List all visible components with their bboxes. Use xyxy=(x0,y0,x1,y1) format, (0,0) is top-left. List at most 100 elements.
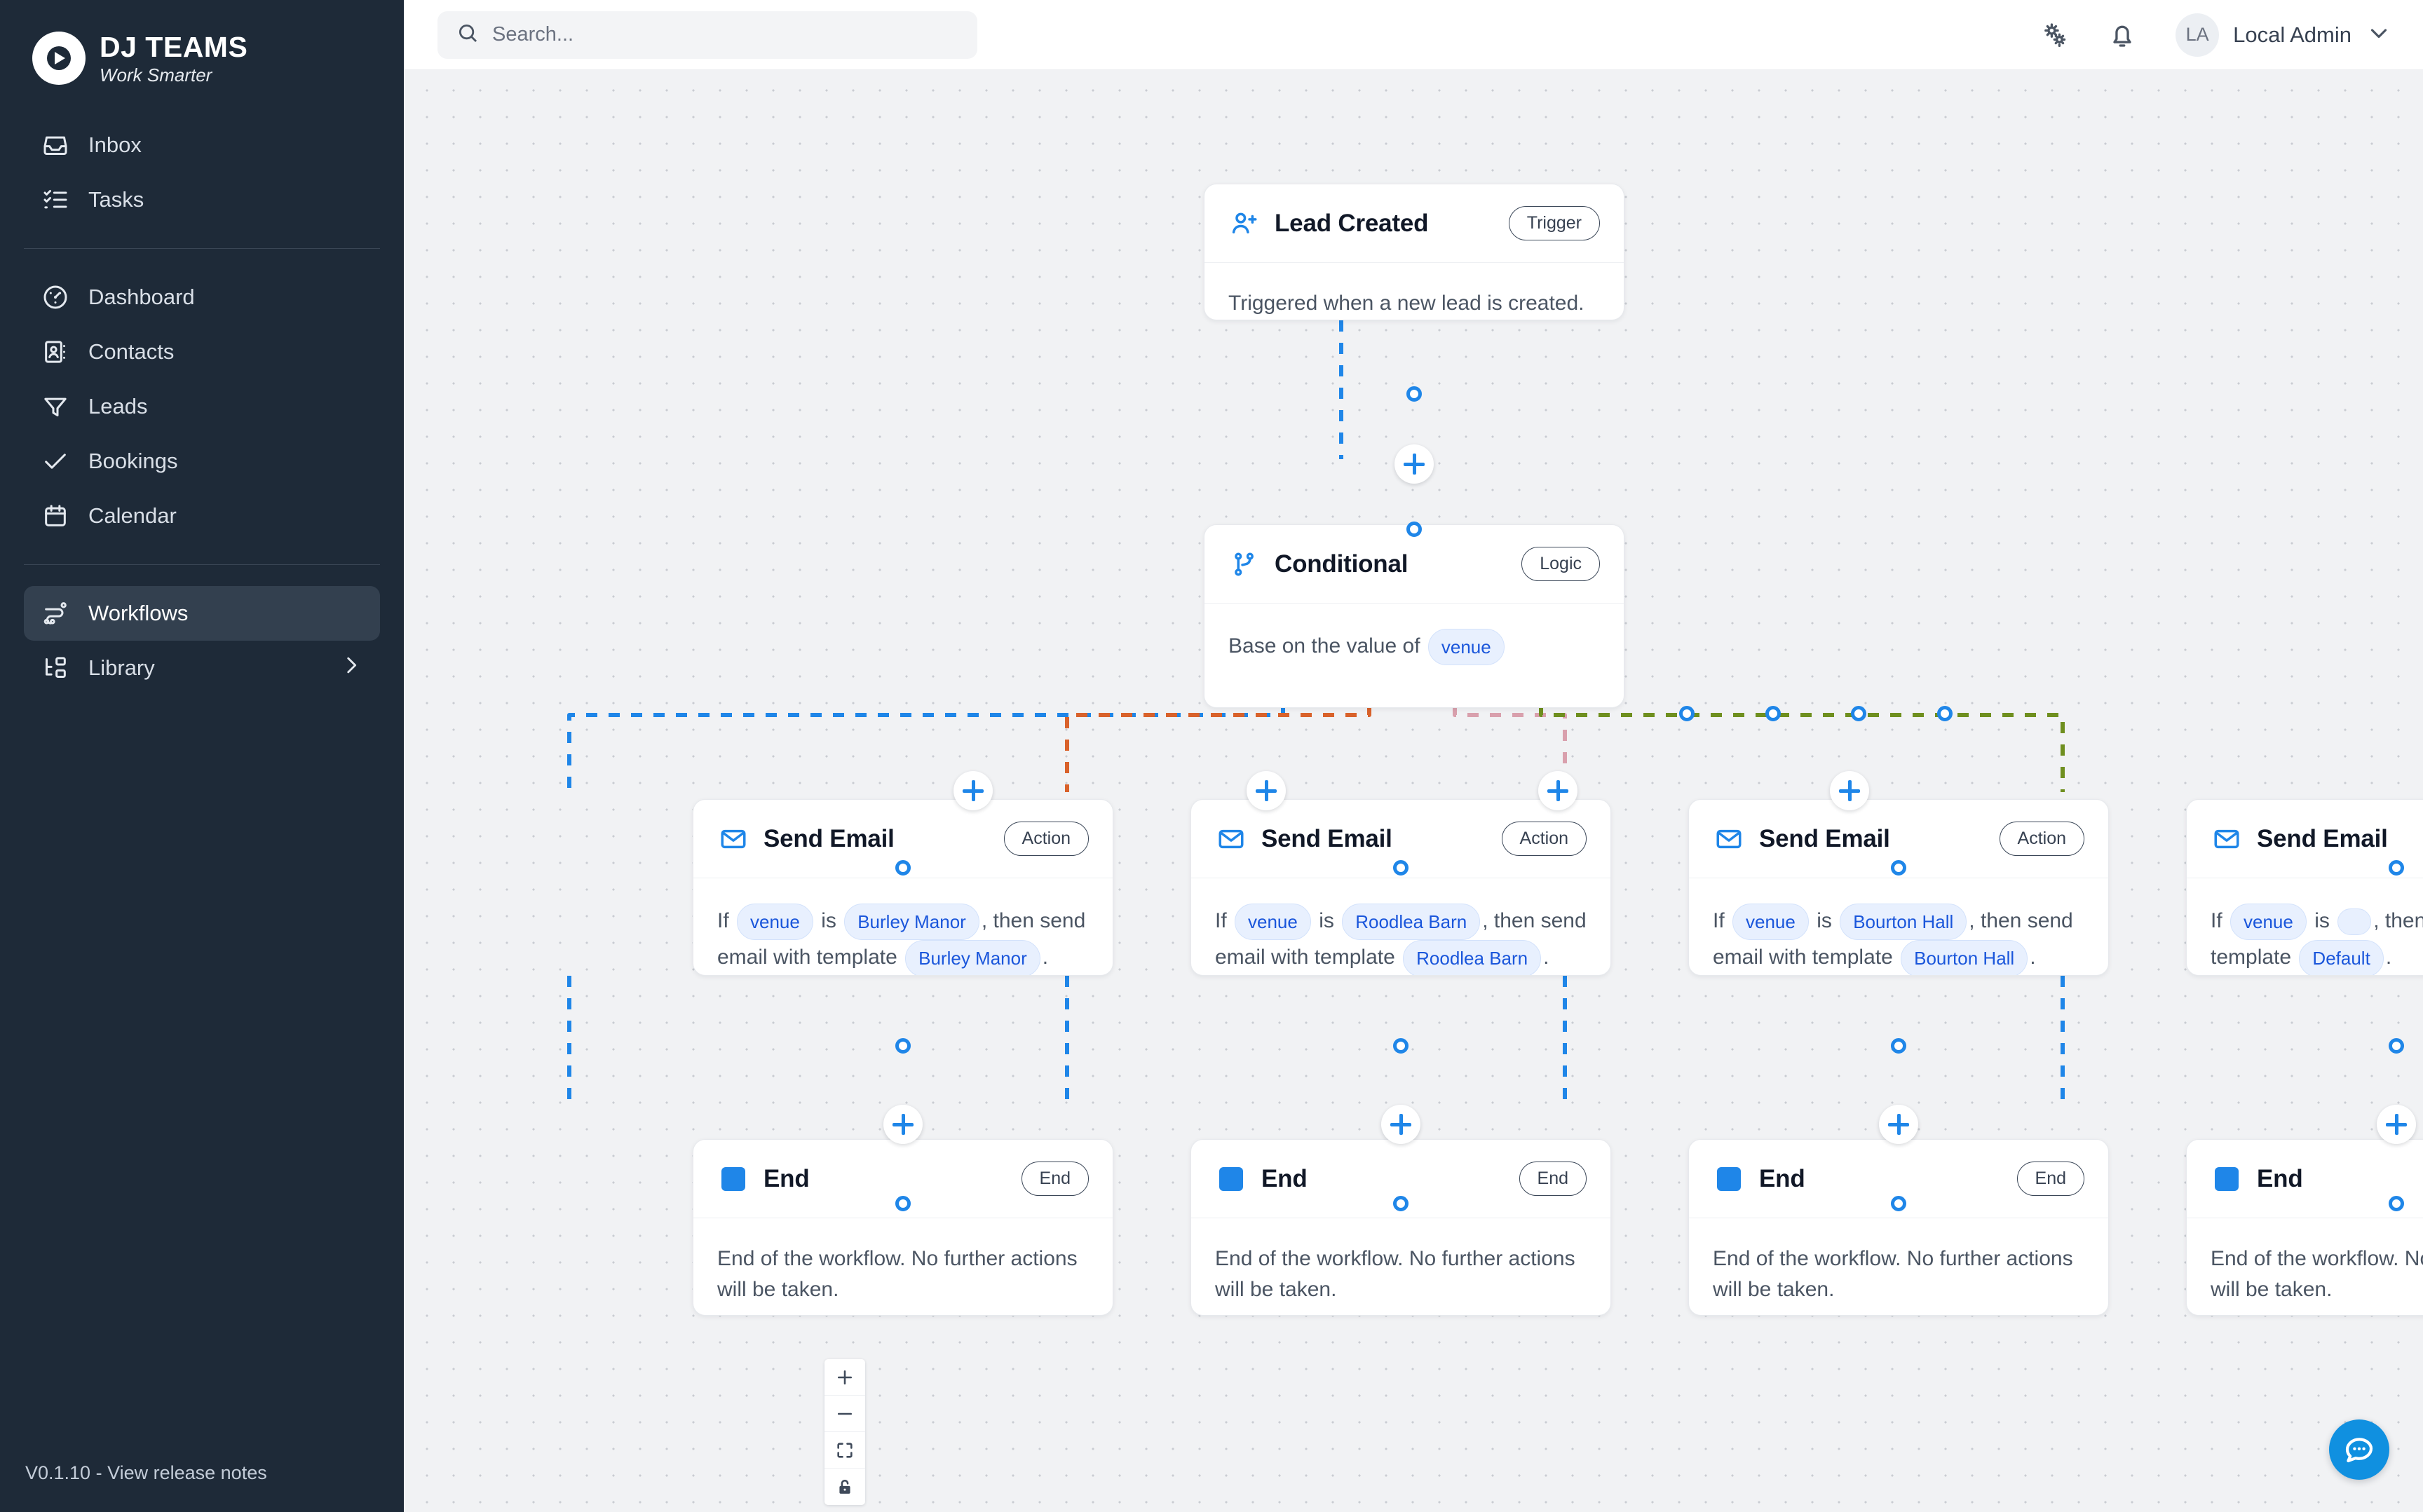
field-pill[interactable]: venue xyxy=(2230,904,2307,941)
sidebar-item-library[interactable]: Library xyxy=(24,641,380,695)
port-end-3-in[interactable] xyxy=(1891,1196,1906,1211)
value-pill[interactable]: Roodlea Barn xyxy=(1342,904,1481,941)
sidebar-item-calendar[interactable]: Calendar xyxy=(24,489,380,543)
add-step-button-after-action-2[interactable] xyxy=(1381,1105,1420,1144)
node-title: Send Email xyxy=(1261,824,1392,852)
field-pill[interactable]: venue xyxy=(1732,904,1809,941)
port-trigger-out[interactable] xyxy=(1406,386,1422,402)
user-plus-icon xyxy=(1228,207,1261,240)
port-action-1-in[interactable] xyxy=(895,860,911,876)
add-step-button[interactable] xyxy=(1394,444,1434,484)
gears-icon[interactable] xyxy=(2037,17,2073,53)
port-action-2-out[interactable] xyxy=(1393,1038,1409,1054)
field-pill[interactable]: venue xyxy=(1427,629,1505,666)
play-circle-icon xyxy=(32,32,86,85)
port-conditional-out-2[interactable] xyxy=(1765,706,1781,721)
port-action-4-out[interactable] xyxy=(2389,1038,2404,1054)
funnel-icon xyxy=(41,392,70,421)
node-title: Conditional xyxy=(1275,550,1409,578)
chat-bubble-icon[interactable] xyxy=(2329,1419,2389,1480)
value-pill[interactable]: Burley Manor xyxy=(844,904,979,941)
port-end-4-in[interactable] xyxy=(2389,1196,2404,1211)
bell-icon[interactable] xyxy=(2104,17,2140,53)
port-conditional-out-4[interactable] xyxy=(1937,706,1953,721)
node-badge: Action xyxy=(1999,822,2084,856)
user-name: Local Admin xyxy=(2233,22,2351,47)
template-pill[interactable]: Burley Manor xyxy=(905,940,1040,975)
node-end-1[interactable]: End End End of the workflow. No further … xyxy=(693,1139,1113,1316)
add-step-button-branch-3[interactable] xyxy=(1538,771,1577,810)
mail-icon xyxy=(1713,823,1745,855)
template-pill[interactable]: Bourton Hall xyxy=(1901,940,2028,975)
square-icon xyxy=(2211,1163,2243,1195)
text-period: . xyxy=(1543,946,1549,969)
mail-icon xyxy=(717,823,749,855)
port-action-2-in[interactable] xyxy=(1393,860,1409,876)
node-end-4[interactable]: End End End of the workflow. No further … xyxy=(2186,1139,2423,1316)
node-end-2[interactable]: End End End of the workflow. No further … xyxy=(1190,1139,1611,1316)
node-badge: Trigger xyxy=(1508,206,1600,240)
brand-logo-block[interactable]: DJ TEAMS Work Smarter xyxy=(0,0,404,91)
value-pill[interactable]: Bourton Hall xyxy=(1840,904,1967,941)
main-area: Search... LA Local Admin xyxy=(404,0,2423,1512)
node-title: End xyxy=(1759,1164,1805,1192)
add-step-button-branch-1[interactable] xyxy=(953,771,993,810)
port-action-1-out[interactable] xyxy=(895,1038,911,1054)
sidebar-item-dashboard[interactable]: Dashboard xyxy=(24,270,380,325)
node-lead-created[interactable]: Lead Created Trigger Triggered when a ne… xyxy=(1204,184,1624,320)
node-badge: End xyxy=(2016,1162,2084,1196)
fit-view-button[interactable] xyxy=(824,1432,865,1469)
port-conditional-out-3[interactable] xyxy=(1851,706,1866,721)
text-period: . xyxy=(2385,946,2392,969)
port-conditional-out-1[interactable] xyxy=(1679,706,1695,721)
workflow-canvas[interactable]: Lead Created Trigger Triggered when a ne… xyxy=(404,70,2423,1512)
node-header: Lead Created Trigger xyxy=(1204,184,1624,263)
port-end-2-in[interactable] xyxy=(1393,1196,1409,1211)
value-pill[interactable] xyxy=(2337,908,2372,936)
sidebar-item-bookings[interactable]: Bookings xyxy=(24,434,380,489)
add-step-button-after-action-4[interactable] xyxy=(2377,1105,2416,1144)
text-is: is xyxy=(1319,909,1334,933)
sidebar-item-contacts[interactable]: Contacts xyxy=(24,325,380,379)
zoom-in-button[interactable] xyxy=(824,1359,865,1396)
sidebar-item-tasks[interactable]: Tasks xyxy=(24,172,380,227)
node-conditional[interactable]: Conditional Logic Base on the value of v… xyxy=(1204,524,1624,708)
add-step-button-branch-2[interactable] xyxy=(1247,771,1286,810)
node-header: Send Email Action xyxy=(1689,800,2108,878)
node-title: Send Email xyxy=(1759,824,1890,852)
node-end-3[interactable]: End End End of the workflow. No further … xyxy=(1688,1139,2109,1316)
add-step-button-after-action-3[interactable] xyxy=(1879,1105,1918,1144)
port-action-3-out[interactable] xyxy=(1891,1038,1906,1054)
user-menu[interactable]: LA Local Admin xyxy=(2176,13,2392,57)
sidebar-item-leads[interactable]: Leads xyxy=(24,379,380,434)
port-conditional-in[interactable] xyxy=(1406,522,1422,537)
gauge-icon xyxy=(41,282,70,312)
port-end-1-in[interactable] xyxy=(895,1196,911,1211)
node-send-email-2[interactable]: Send Email Action If venue is Roodlea Ba… xyxy=(1190,799,1611,976)
template-pill[interactable]: Default xyxy=(2299,940,2384,975)
node-header: Conditional Logic xyxy=(1204,525,1624,604)
inbox-icon xyxy=(41,130,70,160)
node-description: End of the workflow. No further actions … xyxy=(2211,1247,2423,1302)
sidebar-nav-group-3: Workflows Library xyxy=(0,586,404,695)
port-action-4-in[interactable] xyxy=(2389,860,2404,876)
add-step-button-branch-4[interactable] xyxy=(1830,771,1869,810)
node-send-email-1[interactable]: Send Email Action If venue is Burley Man… xyxy=(693,799,1113,976)
unlock-icon[interactable] xyxy=(824,1469,865,1505)
port-action-3-in[interactable] xyxy=(1891,860,1906,876)
zoom-out-button[interactable] xyxy=(824,1396,865,1432)
node-header: Send Email Action xyxy=(693,800,1113,878)
node-send-email-3[interactable]: Send Email Action If venue is Bourton Ha… xyxy=(1688,799,2109,976)
sidebar-item-workflows[interactable]: Workflows xyxy=(24,586,380,641)
version-release-notes-link[interactable]: V0.1.10 - View release notes xyxy=(25,1462,267,1483)
template-pill[interactable]: Roodlea Barn xyxy=(1403,940,1542,975)
search-input[interactable]: Search... xyxy=(437,11,977,59)
node-description: Base on the value of venue xyxy=(1204,604,1624,693)
node-send-email-4[interactable]: Send Email Action If venue is , then sen… xyxy=(2186,799,2423,976)
add-step-button-after-action-1[interactable] xyxy=(883,1105,923,1144)
field-pill[interactable]: venue xyxy=(1235,904,1311,941)
field-pill[interactable]: venue xyxy=(737,904,813,941)
sidebar-item-inbox[interactable]: Inbox xyxy=(24,118,380,172)
topbar: Search... LA Local Admin xyxy=(404,0,2423,70)
text-then: , then send email with template xyxy=(1713,909,2073,969)
